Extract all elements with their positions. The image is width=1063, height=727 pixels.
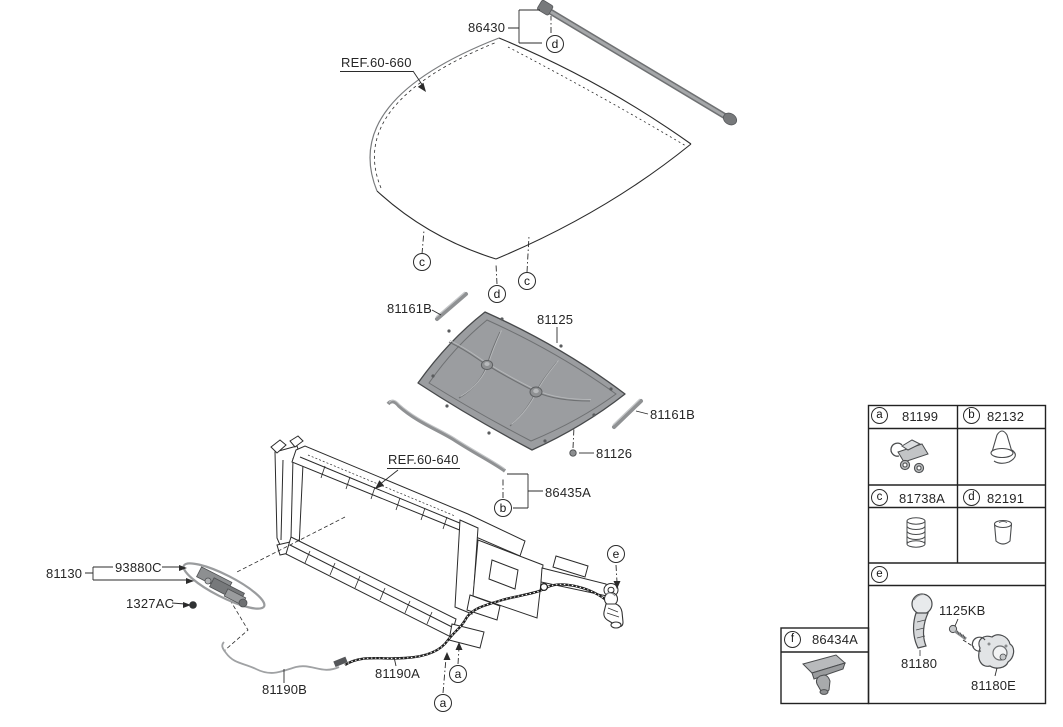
legend-key-a: a [871, 407, 888, 424]
legend-key-e: e [871, 566, 888, 583]
label-81161b-left: 81161B [387, 301, 433, 316]
label-81190a: 81190A [375, 666, 421, 681]
callout-c-right: c [518, 272, 536, 290]
callout-d-top: d [546, 35, 564, 53]
leader-lines [85, 9, 649, 683]
dash-dot-leaders [421, 16, 618, 694]
label-81190b: 81190B [262, 682, 308, 697]
label-86430: 86430 [468, 20, 506, 35]
construction-lines [223, 516, 346, 652]
legend-table-grid [780, 404, 1047, 705]
callout-d-bottom: d [488, 285, 506, 303]
clip-81126-drawing [569, 449, 577, 457]
rubber-bumper-icon [993, 519, 1013, 545]
legend-code-d: 82191 [987, 491, 1025, 506]
front-end-module-drawing [270, 435, 619, 649]
callout-a-upper: a [449, 665, 467, 683]
cable-clip-icon [890, 439, 929, 474]
release-handle-drawing [603, 591, 624, 629]
legend-code-a: 81199 [902, 409, 939, 424]
callout-e: e [607, 545, 625, 563]
grommet-icon [990, 430, 1016, 464]
label-93880c: 93880C [115, 560, 162, 575]
legend-key-c: c [871, 489, 888, 506]
callout-b: b [494, 499, 512, 517]
label-81126: 81126 [596, 446, 633, 461]
front-weatherstrip-rod [386, 399, 507, 473]
legend-code-f: 86434A [812, 632, 859, 647]
legend-code-c: 81738A [899, 491, 946, 506]
hood-clip-icon [802, 654, 846, 695]
legend-key-f: f [784, 631, 801, 648]
arrowheads [179, 82, 621, 660]
callout-a-lower: a [434, 694, 452, 712]
hood-release-handle-icon [911, 593, 933, 656]
legend-code-81180: 81180 [901, 656, 938, 671]
legend-code-b: 82132 [987, 409, 1025, 424]
strip-left-rod [435, 291, 468, 321]
label-86435a: 86435A [545, 485, 592, 500]
hood-panel-drawing [369, 37, 692, 260]
ref-60-660-label: REF.60-660 [340, 55, 413, 72]
ribbed-bumper-icon [906, 517, 926, 548]
hood-latch-drawing [182, 562, 266, 610]
bolt-1125kb-icon [948, 618, 975, 648]
bolt-1327ac-drawing [189, 601, 197, 609]
legend-code-81180e: 81180E [971, 678, 1017, 693]
ref-60-640-label: REF.60-640 [387, 452, 460, 469]
release-cable-front-drawing [221, 641, 340, 674]
legend-code-1125kb: 1125KB [939, 603, 986, 618]
legend-key-d: d [963, 489, 980, 506]
label-81125: 81125 [537, 312, 574, 327]
strip-right-rod [612, 398, 643, 429]
callout-c-left: c [413, 253, 431, 271]
label-1327ac: 1327AC [126, 596, 175, 611]
label-81130: 81130 [46, 566, 83, 581]
latch-release-icon [971, 634, 1015, 677]
hood-weatherstrip-rod [537, 0, 738, 126]
release-cable-rear-drawing [333, 582, 607, 668]
label-81161b-right: 81161B [650, 407, 696, 422]
legend-key-b: b [963, 407, 980, 424]
hood-insulator-pad [417, 311, 626, 451]
